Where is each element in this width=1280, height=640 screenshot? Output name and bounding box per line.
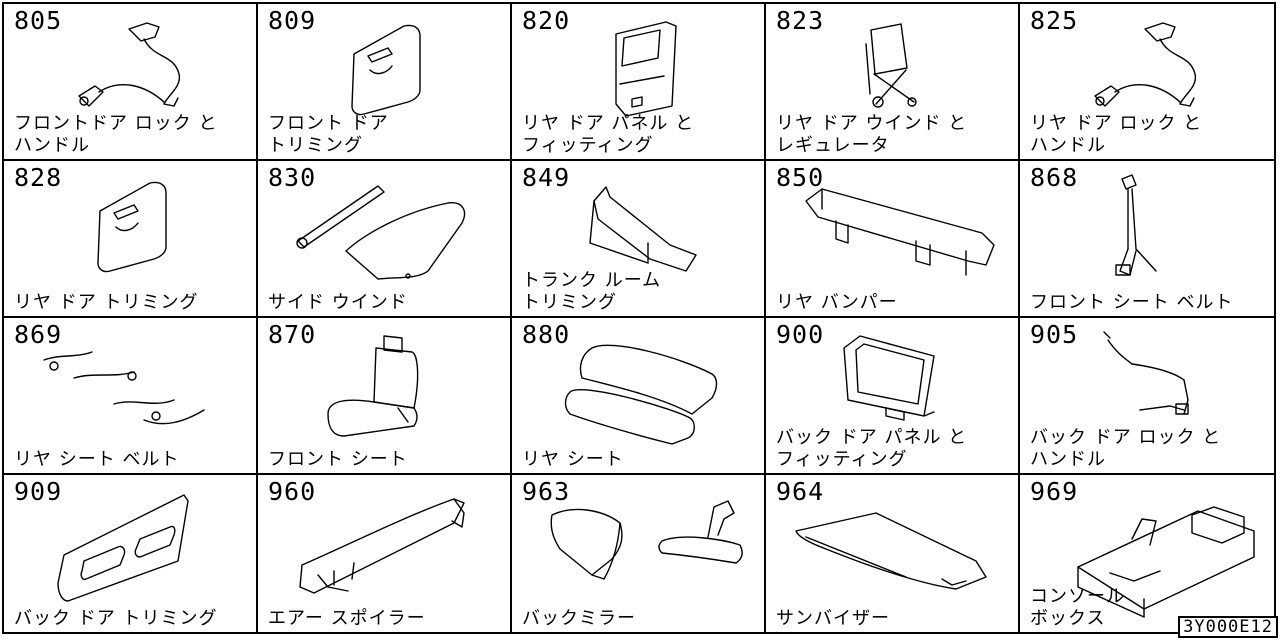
section-cell[interactable]: 820 リヤ ドア パネル と フィッティング xyxy=(512,4,766,161)
section-name: リヤ ドア トリミング xyxy=(14,292,199,313)
trunk-trim-icon xyxy=(589,186,697,272)
section-code: 869 xyxy=(14,320,63,349)
section-name: フロント シート xyxy=(268,449,408,470)
back-door-lock-icon xyxy=(1103,331,1189,415)
sun-visor-icon xyxy=(795,512,987,590)
section-code: 825 xyxy=(1030,6,1079,35)
section-code: 868 xyxy=(1030,163,1079,192)
section-cell[interactable]: 850 リヤ バンパー xyxy=(766,161,1020,318)
door-lock-handle-icon xyxy=(1094,22,1197,107)
section-code: 830 xyxy=(268,163,317,192)
side-window-icon xyxy=(296,185,466,280)
section-cell[interactable]: 849 トランク ルーム トリミング xyxy=(512,161,766,318)
section-code: 828 xyxy=(14,163,63,192)
door-trim-icon xyxy=(97,181,167,273)
section-name: リヤ ドア パネル と フィッティング xyxy=(522,113,695,156)
bumper-icon xyxy=(805,188,995,276)
section-name: トランク ルーム トリミング xyxy=(522,270,662,313)
section-name: サンバイザー xyxy=(776,608,890,629)
section-cell[interactable]: 870 フロント シート xyxy=(258,318,512,475)
section-name: リヤ ドア ウインド と レギュレータ xyxy=(776,113,968,156)
section-cell[interactable]: 805 フロントドア ロック と ハンドル xyxy=(4,4,258,161)
section-code: 850 xyxy=(776,163,825,192)
section-code: 909 xyxy=(14,477,63,506)
section-name: バック ドア パネル と フィッティング xyxy=(776,427,968,470)
section-code: 960 xyxy=(268,477,317,506)
section-code: 964 xyxy=(776,477,825,506)
section-name: リヤ シート ベルト xyxy=(14,449,180,470)
section-cell[interactable]: 869 リヤ シート ベルト xyxy=(4,318,258,475)
reference-code: 3Y000E12 xyxy=(1178,616,1278,638)
section-cell[interactable]: 880 リヤ シート xyxy=(512,318,766,475)
door-trim-icon xyxy=(351,24,421,116)
door-lock-handle-icon xyxy=(78,22,181,107)
section-cell[interactable]: 909 バック ドア トリミング xyxy=(4,475,258,632)
seat-belt-icon xyxy=(1115,174,1157,276)
spoiler-icon xyxy=(299,498,465,594)
section-code: 809 xyxy=(268,6,317,35)
section-cell[interactable]: 964 サンバイザー xyxy=(766,475,1020,632)
section-cell[interactable]: 830 サイド ウインド xyxy=(258,161,512,318)
back-door-panel-icon xyxy=(843,335,935,421)
section-code: 849 xyxy=(522,163,571,192)
window-regulator-icon xyxy=(865,23,917,108)
section-code: 880 xyxy=(522,320,571,349)
section-cell[interactable]: 900 バック ドア パネル と フィッティング xyxy=(766,318,1020,475)
section-code: 805 xyxy=(14,6,63,35)
section-name: リヤ バンパー xyxy=(776,292,898,313)
section-name: フロントドア ロック と ハンドル xyxy=(14,113,218,156)
section-cell[interactable]: 905 バック ドア ロック と ハンドル xyxy=(1020,318,1274,475)
section-name: フロント シート ベルト xyxy=(1030,292,1234,313)
section-cell[interactable]: 963 バックミラー xyxy=(512,475,766,632)
section-name: サイド ウインド xyxy=(268,292,408,313)
section-cell[interactable]: 868 フロント シート ベルト xyxy=(1020,161,1274,318)
section-code: 900 xyxy=(776,320,825,349)
section-name: エアー スポイラー xyxy=(268,608,426,629)
section-name: コンソール ボックス xyxy=(1030,586,1125,629)
section-cell[interactable]: 825 リヤ ドア ロック と ハンドル xyxy=(1020,4,1274,161)
section-name: バック ドア トリミング xyxy=(14,608,218,629)
front-seat-icon xyxy=(327,335,419,437)
section-cell[interactable]: 828 リヤ ドア トリミング xyxy=(4,161,258,318)
section-code: 823 xyxy=(776,6,825,35)
door-panel-icon xyxy=(615,21,677,117)
section-code: 870 xyxy=(268,320,317,349)
section-code: 820 xyxy=(522,6,571,35)
section-cell[interactable]: 960 エアー スポイラー xyxy=(258,475,512,632)
mirror-icon xyxy=(550,500,743,580)
section-name: リヤ シート xyxy=(522,449,624,470)
section-name: リヤ ドア ロック と ハンドル xyxy=(1030,113,1203,156)
section-code: 969 xyxy=(1030,477,1079,506)
section-code: 963 xyxy=(522,477,571,506)
section-code: 905 xyxy=(1030,320,1079,349)
section-name: フロント ドア トリミング xyxy=(268,113,389,156)
section-cell[interactable]: 809 フロント ドア トリミング xyxy=(258,4,512,161)
section-cell[interactable]: 969 コンソール ボックス xyxy=(1020,475,1274,632)
section-name: バック ドア ロック と ハンドル xyxy=(1030,427,1222,470)
console-box-icon xyxy=(1077,506,1255,618)
section-name: バックミラー xyxy=(522,608,636,629)
back-door-trim-icon xyxy=(57,494,189,602)
rear-belt-icon xyxy=(43,351,205,425)
section-cell[interactable]: 823 リヤ ドア ウインド と レギュレータ xyxy=(766,4,1020,161)
rear-seat-icon xyxy=(564,344,718,445)
